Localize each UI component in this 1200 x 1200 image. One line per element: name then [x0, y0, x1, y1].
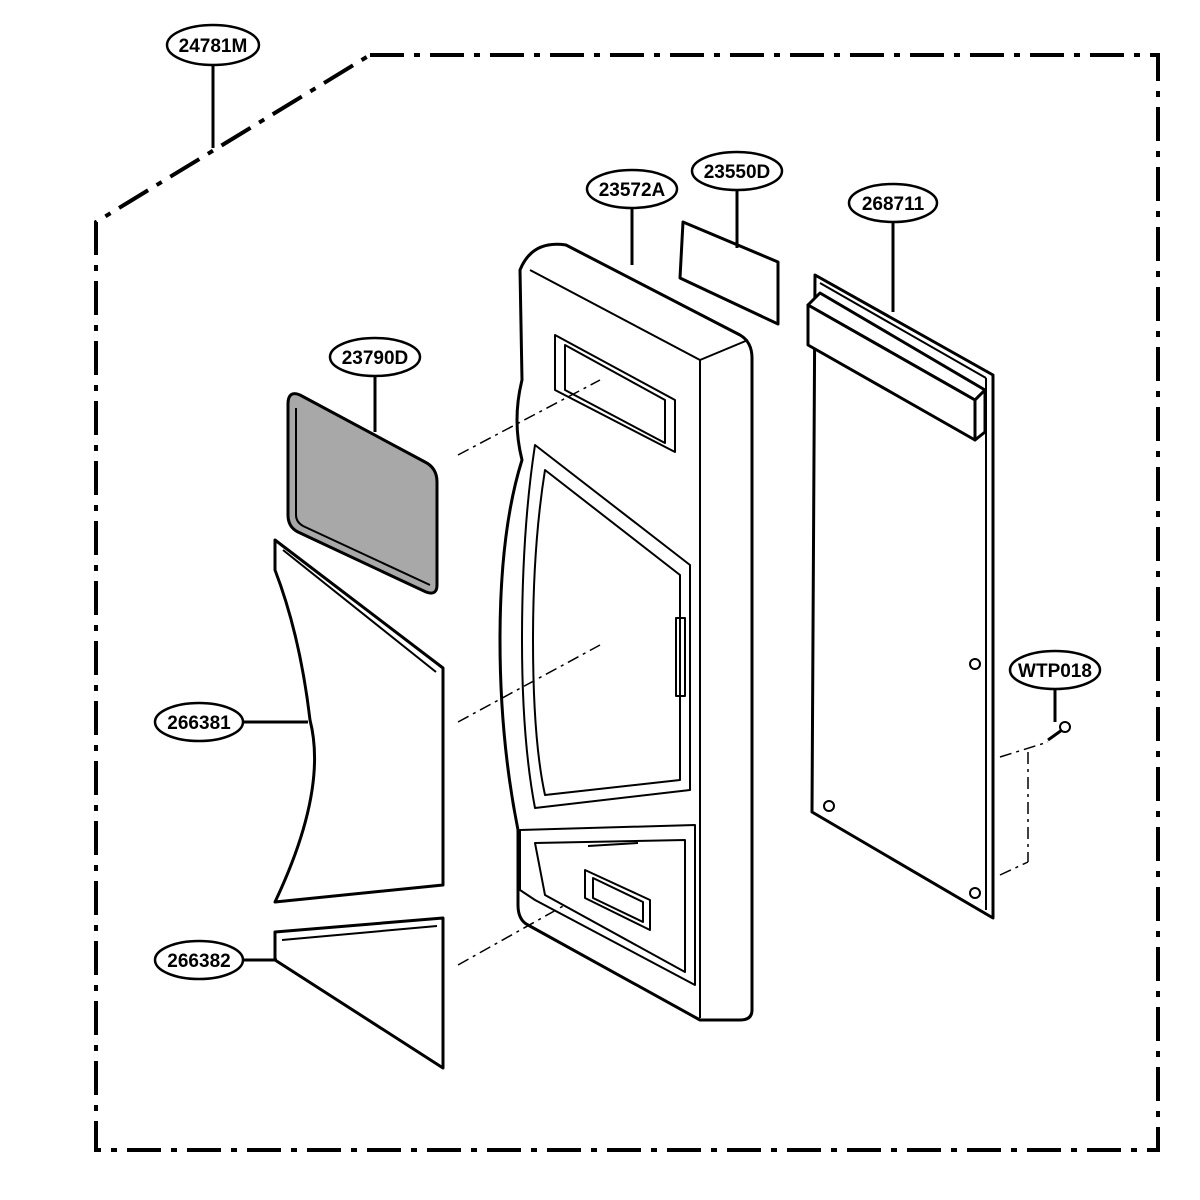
sheet-upper-part — [273, 538, 445, 904]
door-frame-part — [498, 242, 754, 1022]
callout-window-film[interactable]: 23790D — [328, 336, 422, 378]
callout-label[interactable]: 23550D — [690, 150, 784, 192]
assembly-boundary — [94, 53, 1160, 1152]
pcb-part — [806, 273, 995, 920]
window-film-part — [286, 392, 439, 595]
callout-sheet-upper-label: 266381 — [167, 713, 231, 734]
screw-part — [1047, 721, 1071, 742]
callout-sheet-lower-label: 266382 — [167, 951, 230, 972]
callout-sheet-lower[interactable]: 266382 — [153, 939, 245, 981]
callout-label-label: 23550D — [704, 162, 771, 183]
alignment-lines — [457, 379, 1049, 966]
callout-assembly-label: 24781M — [179, 36, 248, 57]
sheet-lower-part — [273, 916, 445, 1070]
callout-assembly[interactable]: 24781M — [165, 23, 261, 67]
callout-window-film-label: 23790D — [342, 348, 409, 369]
callout-sheet-upper[interactable]: 266381 — [153, 701, 245, 743]
label-part — [678, 220, 780, 326]
callout-pcb-label: 268711 — [862, 194, 925, 215]
callout-door-frame-label: 23572A — [599, 180, 666, 201]
callout-door-frame[interactable]: 23572A — [585, 168, 679, 210]
callout-screw-label: WTP018 — [1018, 661, 1092, 682]
callout-pcb[interactable]: 268711 — [847, 182, 939, 224]
callout-screw[interactable]: WTP018 — [1008, 649, 1102, 691]
